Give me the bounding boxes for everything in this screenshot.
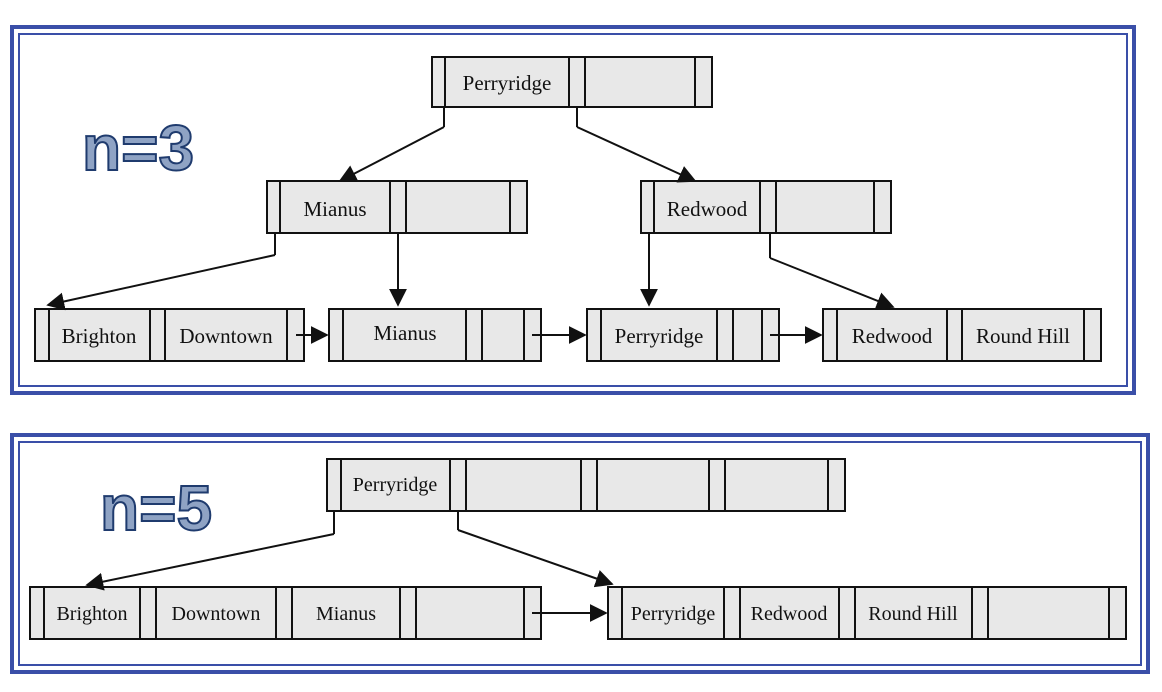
n3-internal-node-right: Redwood	[640, 180, 892, 234]
n3-arrow-root-to-redwood	[576, 126, 697, 183]
n3-leaf-1: Brighton Downtown	[34, 308, 305, 362]
panel-n5: n=5 Perryridge Brighton Downt	[10, 433, 1150, 674]
panel-n5-title: n=5	[100, 472, 212, 544]
n3-leaf-4: Redwood Round Hill	[822, 308, 1102, 362]
panel-n3: n=3 Perryridge Mianus Redwood	[10, 25, 1136, 395]
n3-leaf-3: Perryridge	[586, 308, 780, 362]
n3-internal-left-key-1: Mianus	[304, 197, 367, 221]
n5-leaf-2-key-1: Perryridge	[631, 603, 716, 625]
n3-leaf-4-key-2: Round Hill	[976, 324, 1070, 348]
n5-leaf-2: Perryridge Redwood Round Hill	[607, 586, 1127, 640]
panel-n3-frame-inner	[18, 33, 1128, 387]
n5-leaf-1-key-1: Brighton	[56, 603, 127, 625]
panel-n3-frame-outer	[10, 25, 1136, 395]
n3-leaf-1-key-2: Downtown	[179, 324, 273, 348]
n5-root-key-1: Perryridge	[353, 474, 438, 496]
n5-leaf-1-key-2: Downtown	[172, 603, 261, 625]
n3-arrow-mianus-to-leaf1	[46, 254, 276, 311]
n5-arrow-root-to-leaf1	[85, 533, 335, 591]
n3-leaf-1-key-1: Brighton	[62, 324, 137, 348]
n3-leaf-2-key-1: Mianus	[374, 321, 437, 345]
n3-leaf-3-key-1: Perryridge	[615, 324, 704, 348]
n3-arrow-redwood-to-leaf4	[769, 257, 895, 310]
panel-n5-frame-inner	[18, 441, 1142, 666]
n5-leaf-1: Brighton Downtown Mianus	[29, 586, 542, 640]
n3-internal-node-left: Mianus	[266, 180, 528, 234]
n3-arrow-root-to-mianus	[338, 126, 445, 182]
panel-n3-title: n=3	[82, 112, 194, 184]
n3-leaf-2: Mianus	[328, 308, 542, 362]
n3-leaf-4-key-1: Redwood	[852, 324, 933, 348]
n3-root-key-1: Perryridge	[463, 71, 552, 95]
n3-root-node: Perryridge	[431, 56, 713, 108]
n5-leaf-1-key-3: Mianus	[316, 603, 376, 625]
n5-leaf-2-key-3: Round Hill	[868, 603, 958, 625]
n5-arrow-root-to-leaf2	[457, 529, 614, 588]
n5-root-node: Perryridge	[326, 458, 846, 512]
n5-leaf-2-key-2: Redwood	[751, 603, 828, 625]
panel-n5-frame-outer	[10, 433, 1150, 674]
n3-internal-right-key-1: Redwood	[667, 197, 748, 221]
